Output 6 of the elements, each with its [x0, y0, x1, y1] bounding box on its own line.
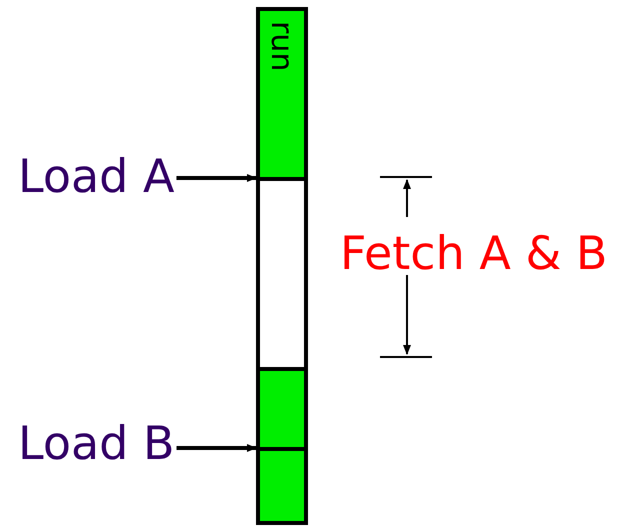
- event-label: Load B: [18, 420, 175, 466]
- arrow: [176, 444, 257, 452]
- arrow: [176, 174, 257, 182]
- duration-label: Fetch A & B: [340, 230, 608, 276]
- event-label: Load A: [18, 153, 174, 199]
- segment-label: run: [266, 21, 296, 72]
